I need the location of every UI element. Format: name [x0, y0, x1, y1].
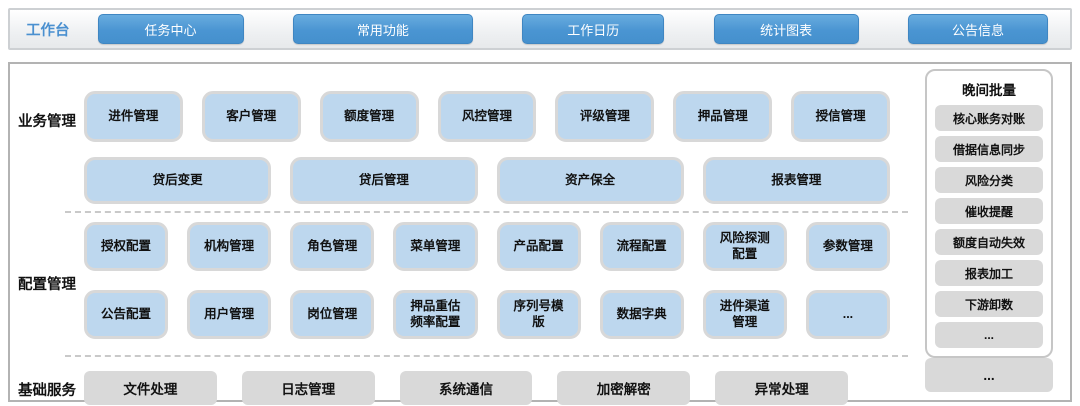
module-card[interactable]: 授信管理	[791, 91, 891, 142]
module-card[interactable]: 贷后管理	[290, 157, 478, 204]
module-card[interactable]: 报表管理	[702, 157, 890, 204]
workbench-button[interactable]: 统计图表	[713, 14, 859, 44]
module-card[interactable]: 风险探测配置	[702, 222, 787, 271]
module-card[interactable]: 风控管理	[437, 91, 537, 142]
config-row-2: 公告配置用户管理岗位管理押品重估频率配置序列号模版数据字典进件渠道管理...	[84, 290, 890, 339]
module-card[interactable]: 岗位管理	[290, 290, 375, 339]
config-label: 配置管理	[18, 277, 76, 293]
section-business: 业务管理 进件管理客户管理额度管理风控管理评级管理押品管理授信管理 贷后变更贷后…	[10, 64, 918, 204]
module-card[interactable]: 角色管理	[290, 222, 375, 271]
module-card[interactable]: 机构管理	[187, 222, 272, 271]
workbench-button[interactable]: 任务中心	[97, 14, 244, 44]
modules-area: 业务管理 进件管理客户管理额度管理风控管理评级管理押品管理授信管理 贷后变更贷后…	[10, 64, 918, 405]
service-button[interactable]: 系统通信	[399, 371, 533, 405]
night-batch-button[interactable]: ...	[935, 322, 1043, 348]
basic-row: 文件处理日志管理系统通信加密解密异常处理	[84, 371, 890, 405]
module-card[interactable]: 流程配置	[599, 222, 684, 271]
module-card[interactable]: ...	[805, 290, 890, 339]
section-basic: 基础服务 文件处理日志管理系统通信加密解密异常处理	[10, 357, 918, 405]
module-card[interactable]: 押品管理	[673, 91, 773, 142]
business-rows: 进件管理客户管理额度管理风控管理评级管理押品管理授信管理 贷后变更贷后管理资产保…	[84, 64, 918, 204]
module-card[interactable]: 贷后变更	[84, 157, 272, 204]
module-card[interactable]: 进件渠道管理	[702, 290, 787, 339]
night-batch-button[interactable]: 借据信息同步	[935, 136, 1043, 162]
section-divider	[65, 211, 908, 213]
night-batch-panel: 晚间批量 核心账务对账借据信息同步风险分类催收提醒额度自动失效报表加工下游卸数.…	[925, 69, 1053, 358]
night-batch-button[interactable]: 催收提醒	[935, 198, 1043, 224]
basic-label: 基础服务	[18, 383, 76, 399]
module-card[interactable]: 押品重估频率配置	[393, 290, 478, 339]
module-card[interactable]: 进件管理	[84, 91, 183, 142]
business-label: 业务管理	[18, 114, 76, 130]
module-card[interactable]: 菜单管理	[393, 222, 478, 271]
section-divider	[65, 355, 908, 357]
night-batch-items: 核心账务对账借据信息同步风险分类催收提醒额度自动失效报表加工下游卸数...	[935, 105, 1043, 348]
workbench-button[interactable]: 常用功能	[292, 14, 473, 44]
module-card[interactable]: 公告配置	[84, 290, 169, 339]
night-batch-button[interactable]: 下游卸数	[935, 291, 1043, 317]
service-button[interactable]: 日志管理	[241, 371, 375, 405]
workbench-bar: 工作台 任务中心 常用功能 工作日历 统计图表 公告信息	[8, 8, 1072, 50]
night-batch-button[interactable]: 额度自动失效	[935, 229, 1043, 255]
section-config: 配置管理 授权配置机构管理角色管理菜单管理产品配置流程配置风险探测配置参数管理 …	[10, 213, 918, 348]
night-batch-button[interactable]: 报表加工	[935, 260, 1043, 286]
business-row-1: 进件管理客户管理额度管理风控管理评级管理押品管理授信管理	[84, 91, 891, 142]
module-card[interactable]: 序列号模版	[496, 290, 581, 339]
business-row-2: 贷后变更贷后管理资产保全报表管理	[84, 157, 890, 204]
service-button[interactable]: 文件处理	[84, 371, 217, 405]
night-batch-button[interactable]: 风险分类	[935, 167, 1043, 193]
basic-rows: 文件处理日志管理系统通信加密解密异常处理	[84, 357, 918, 405]
main-panel: 业务管理 进件管理客户管理额度管理风控管理评级管理押品管理授信管理 贷后变更贷后…	[8, 62, 1072, 405]
right-column: 晚间批量 核心账务对账借据信息同步风险分类催收提醒额度自动失效报表加工下游卸数.…	[918, 64, 1070, 400]
module-card[interactable]: 额度管理	[319, 91, 419, 142]
workbench-buttons: 任务中心 常用功能 工作日历 统计图表 公告信息	[97, 14, 1048, 44]
module-card[interactable]: 客户管理	[201, 91, 301, 142]
night-batch-title: 晚间批量	[962, 83, 1016, 98]
module-card[interactable]: 数据字典	[599, 290, 684, 339]
config-rows: 授权配置机构管理角色管理菜单管理产品配置流程配置风险探测配置参数管理 公告配置用…	[84, 213, 918, 339]
more-services-button[interactable]: ...	[925, 358, 1053, 392]
module-card[interactable]: 资产保全	[496, 157, 684, 204]
module-card[interactable]: 产品配置	[496, 222, 581, 271]
workbench-button[interactable]: 公告信息	[908, 14, 1048, 44]
service-button[interactable]: 加密解密	[557, 371, 691, 405]
module-card[interactable]: 评级管理	[555, 91, 655, 142]
workbench-button[interactable]: 工作日历	[522, 14, 665, 44]
module-card[interactable]: 授权配置	[84, 222, 169, 271]
module-card[interactable]: 用户管理	[187, 290, 272, 339]
module-card[interactable]: 参数管理	[805, 222, 890, 271]
night-batch-button[interactable]: 核心账务对账	[935, 105, 1043, 131]
config-row-1: 授权配置机构管理角色管理菜单管理产品配置流程配置风险探测配置参数管理	[84, 222, 890, 271]
workbench-label: 工作台	[26, 22, 70, 39]
service-button[interactable]: 异常处理	[715, 371, 848, 405]
